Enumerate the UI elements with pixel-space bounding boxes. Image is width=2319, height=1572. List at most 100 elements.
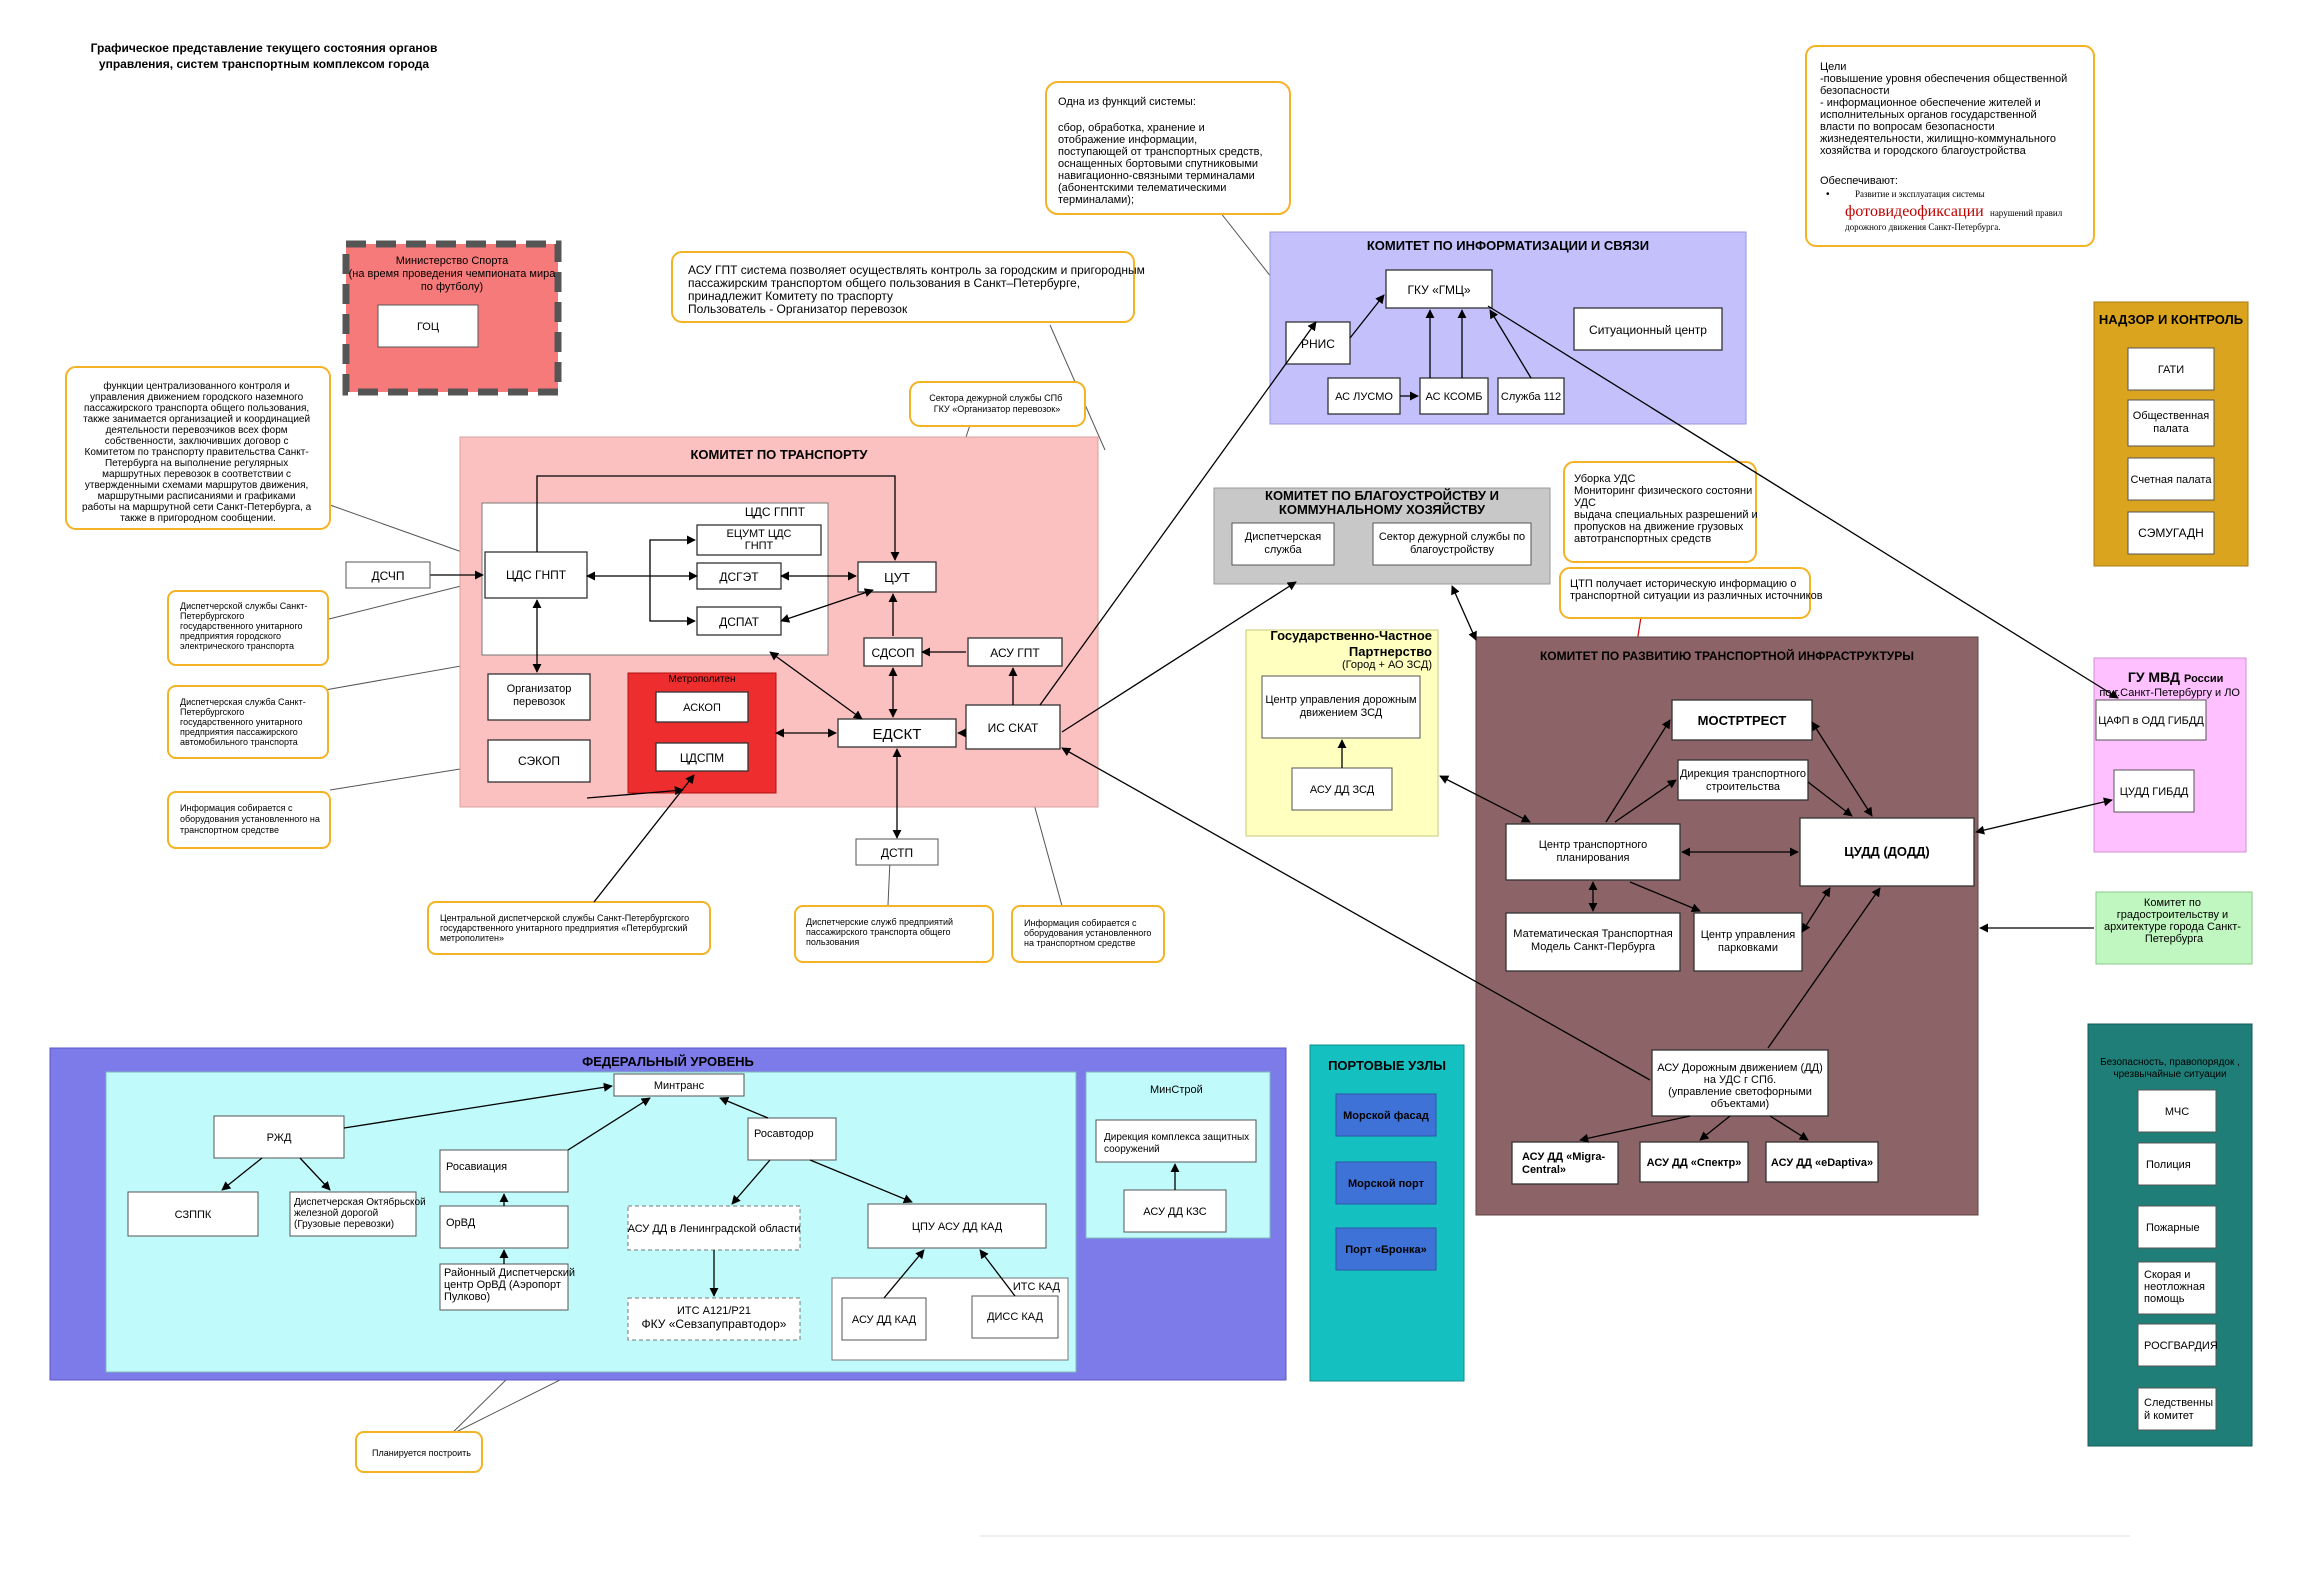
gumvd-sub: по г.Санкт-Петербургу и ЛО [2099,687,2240,699]
safety-sk-2: й комитет [2144,1410,2194,1422]
safety-amb-2: неотложная [2144,1281,2205,1293]
asu-gpt: АСУ ГПТ [990,646,1040,660]
dschp: ДСЧП [345,561,431,589]
asu-dd-2: на УДС г СПб. [1704,1074,1776,1086]
edaptiva: АСУ ДД «eDaptiva» [1771,1157,1873,1169]
asu-dd-kad: АСУ ДД КАД [852,1314,917,1326]
safety-amb-1: Скорая и [2144,1269,2190,1281]
raion-orvd-3: Пулково) [444,1291,490,1303]
gchp-title-2: Партнерство [1349,644,1432,659]
federal: ФЕДЕРАЛЬНЫЙ УРОВЕНЬ МинСтрой Дирекция ко… [49,1047,1287,1381]
safety-title-2: чрезвычайные ситуации [2113,1069,2226,1080]
goals-bullet: • [1826,189,1830,200]
dschp-label: ДСЧП [371,569,404,583]
committee-inform: КОМИТЕТ ПО ИНФОРМАТИЗАЦИИ И СВЯЗИ ГКУ «Г… [1269,231,1747,425]
port-sea: Морской порт [1348,1178,1425,1190]
svg-text:Цели -повышение уровня о: Цели -повышение уровня обеспечения общес… [1820,61,2070,187]
service-112: Служба 112 [1501,391,1561,403]
cross-arrows [1039,305,2119,1081]
nadzor: НАДЗОР И КОНТРОЛЬ ГАТИ Общественная пала… [2093,301,2249,567]
asu-dd-1: АСУ Дорожным движением (ДД) [1657,1062,1823,1074]
as-lusmo: АС ЛУСМО [1335,391,1393,403]
svg-text:Диспетчерские служб предприяти: Диспетчерские служб предприятий пассажир… [806,917,956,947]
inform-title: КОМИТЕТ ПО ИНФОРМАТИЗАЦИИ И СВЯЗИ [1367,238,1649,253]
gu-mvd: ГУ МВД России по г.Санкт-Петербургу и ЛО… [2093,657,2247,853]
note-info-2: Информация собирается с оборудования уст… [1011,905,1165,963]
edskt: ЕДСКТ [873,726,922,743]
safety-police: Полиция [2146,1159,2191,1171]
committee-blago: КОМИТЕТ ПО БЛАГОУСТРОЙСТВУ И КОММУНАЛЬНО… [1213,487,1551,585]
cds-gppt-label: ЦДС ГППТ [745,505,806,519]
situation-center: Ситуационный центр [1589,323,1707,337]
rosaviaciya: Росавиация [446,1161,507,1173]
ctp-2: планирования [1557,852,1630,864]
raion-orvd-2: центр ОрВД (Аэропорт [444,1279,561,1291]
rnis: РНИС [1301,337,1335,351]
zekop: СЭКОП [518,754,560,768]
gumvd-title-2: России [2184,673,2223,685]
rosavtodor: Росавтодор [754,1128,814,1140]
migra-1: АСУ ДД «Migra- [1522,1151,1606,1163]
infra-title: КОМИТЕТ ПО РАЗВИТИЮ ТРАНСПОРТНОЙ ИНФРАСТ… [1540,648,1914,663]
nadzor-title: НАДЗОР И КОНТРОЛЬ [2099,312,2243,327]
minstroy-label: МинСтрой [1150,1084,1203,1096]
svg-text:АСУ ГПТ система позволяет осущ: АСУ ГПТ система позволяет осуществлять к… [688,263,1148,316]
blago-disp-2: служба [1264,544,1302,556]
direction-2: строительства [1706,781,1781,793]
gumvd-cudd: ЦУДД ГИБДД [2120,786,2189,798]
federal-title: ФЕДЕРАЛЬНЫЙ УРОВЕНЬ [582,1054,754,1069]
szppk: СЗППК [175,1209,212,1221]
minsport-subtitle: (на время проведения чемпионата мира [349,268,557,280]
as-ksomb: АС КСОМБ [1425,391,1482,403]
parking-1: Центр управления [1701,929,1796,941]
parking-2: парковками [1718,942,1778,954]
ctp-1: Центр транспортного [1539,839,1647,851]
minstroy-dir-2: сооружений [1104,1144,1160,1155]
note-goals: Цели -повышение уровня обеспечения общес… [1805,45,2095,247]
note-asu-gpt: АСУ ГПТ система позволяет осуществлять к… [671,251,1148,323]
gchp-title-1: Государственно-Частное [1270,628,1432,643]
dstp-label: ДСТП [881,846,913,860]
safety-amb-3: помощь [2144,1293,2185,1305]
note-uds: Уборка УДС Мониторинг физического состоя… [1563,461,1758,563]
committee-infra: КОМИТЕТ ПО РАЗВИТИЮ ТРАНСПОРТНОЙ ИНФРАСТ… [1475,636,1979,1216]
askop: АСКОП [683,702,721,714]
svg-text:Центральной диспетчерской служ: Центральной диспетчерской службы Санкт-П… [440,913,692,943]
mtm-1: Математическая Транспортная [1513,928,1672,940]
safety-fire: Пожарные [2146,1222,2200,1234]
metro-arrow [593,774,695,903]
asu-dd-4: объектами) [1711,1098,1769,1110]
org-perevozok-1: Организатор [507,683,572,695]
gchp-asu: АСУ ДД ЗСД [1310,784,1375,796]
spectr: АСУ ДД «Спектр» [1647,1157,1742,1169]
disp-okt-2: железной дорогой [294,1208,378,1219]
blago-sector-2: благоустройству [1410,544,1495,556]
raion-orvd-1: Районный Диспетчерский [444,1267,575,1279]
direction-1: Дирекция транспортного [1680,768,1806,780]
dspat: ДСПАТ [719,615,759,629]
minstroy-dir-1: Дирекция комплекса защитных [1104,1132,1249,1143]
note-ctp: ЦТП получает историческую информацию о т… [1559,567,1823,619]
gumvd-title: ГУ МВД [2128,669,2180,685]
committee-transport: КОМИТЕТ ПО ТРАНСПОРТУ ЦДС ГППТ ЦДС ГНПТ … [459,436,1099,808]
gchp-center-2: движением ЗСД [1300,707,1383,719]
blago-sector-1: Сектор дежурной службы по [1379,531,1525,543]
gchp: Государственно-Частное Партнерство (Горо… [1245,628,1439,837]
metro-title: Метрополитен [668,674,735,685]
page-title-line-1: Графическое представление текущего состо… [91,41,438,55]
safety-rosgvardia: РОСГВАРДИЯ [2144,1340,2218,1352]
mostrest: МОСТРТРЕСТ [1698,713,1787,728]
safety-title-1: Безопасность, правопорядок , [2100,1057,2240,1068]
port-fasad: Морской фасад [1343,1110,1429,1122]
page-title-line-2: управления, систем транспортным комплекс… [99,57,430,71]
goc-box: ГОЦ [417,321,439,333]
blago-title-2: КОММУНАЛЬНОМУ ХОЗЯЙСТВУ [1279,502,1486,517]
note-disp-pass: Диспетчерские служб предприятий пассажир… [794,905,994,963]
nadzor-gati: ГАТИ [2158,364,2184,376]
safety-sk-1: Следственны [2144,1397,2213,1409]
gku-gmc: ГКУ «ГМЦ» [1407,283,1470,297]
goals-big: фотовидеофиксации [1845,203,1984,220]
transport-title: КОМИТЕТ ПО ТРАНСПОРТУ [690,447,868,462]
transport-arrows [430,475,1018,839]
note-disp-pat: Диспетчерская служба Санкт- Петербургско… [167,685,329,759]
